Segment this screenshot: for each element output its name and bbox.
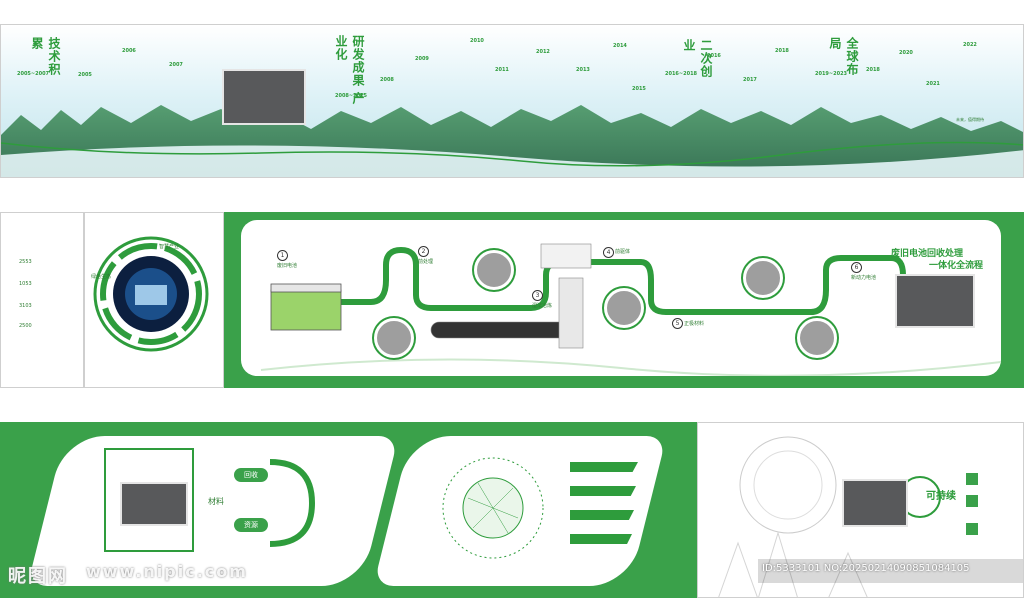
milestone-year: 2007 — [169, 62, 183, 68]
id-strip — [758, 559, 1023, 583]
image-placeholder — [895, 274, 975, 328]
section-years-3: 2016~2018 — [665, 71, 698, 77]
milestone-year: 2014 — [613, 43, 627, 49]
section-years-1: 2005~2007 — [17, 71, 50, 77]
photo-circle — [743, 258, 783, 298]
recycle-item: 回收 — [234, 468, 268, 482]
step-label: 湿法冶炼 — [532, 303, 553, 309]
process-title-line1: 废旧电池回收处理 — [891, 249, 964, 259]
sustain-badge: 可持续 — [926, 491, 956, 502]
photo-circle — [797, 318, 837, 358]
step-number: 1 — [277, 250, 288, 261]
image-placeholder — [222, 69, 306, 125]
milestone-year: 2010 — [470, 38, 484, 44]
section-years-2: 2008~2015 — [335, 93, 368, 99]
process-title-line2: 一体化全流程 — [929, 261, 984, 271]
milestone-year: 2012 — [536, 49, 550, 55]
step-label: 新动力电池 — [851, 275, 877, 281]
watermark-logo: 昵图网 — [8, 566, 68, 587]
ring-diagram — [93, 236, 209, 352]
sustain-panel: 可持续 — [697, 422, 1024, 598]
cycle-bar — [570, 486, 636, 496]
section-years-4: 2019~2023 — [815, 71, 848, 77]
step-number: 6 — [851, 262, 862, 273]
milestone-year: 2015 — [632, 86, 646, 92]
step-number: 2 — [418, 246, 429, 257]
section-title-2: 研发成果 产业化 — [334, 35, 365, 106]
cycle-bar — [570, 534, 632, 544]
icon-tile — [966, 473, 978, 485]
stat-value: 2500 — [19, 323, 32, 329]
section-title-1: 技术积累 — [30, 37, 61, 76]
step-number: 3 — [532, 290, 543, 301]
future-label: 未来，值得期待 — [956, 117, 984, 122]
photo-circle — [604, 288, 644, 328]
section-title-3: 二次创业 — [682, 39, 713, 78]
cycle-diagram — [442, 457, 544, 559]
cycle-bar — [570, 462, 638, 472]
ring-label: 绿色生态 — [91, 274, 112, 280]
forest-illustration — [1, 105, 1023, 177]
photo-circle — [374, 318, 414, 358]
ring-panel: 绿色生态 智慧产业 — [84, 212, 224, 388]
step-label: 废旧电池 — [277, 263, 298, 269]
recycle-arc — [269, 459, 316, 547]
milestone-year: 2017 — [743, 77, 757, 83]
milestone-year: 2020 — [899, 50, 913, 56]
recycle-item: 材料 — [208, 497, 224, 506]
step-label: 正极材料 — [684, 321, 705, 327]
milestone-year: 2016 — [707, 53, 721, 59]
watermark-id: ID:5333101 NO:20250214090851084105 — [762, 563, 970, 574]
process-path — [260, 243, 1001, 376]
milestone-year: 2008 — [380, 77, 394, 83]
milestone-year: 2005 — [78, 72, 92, 78]
icon-tile — [966, 495, 978, 507]
milestone-year: 2009 — [415, 56, 429, 62]
milestone-year: 2022 — [963, 42, 977, 48]
image-placeholder — [842, 479, 908, 527]
milestone-year: 2013 — [576, 67, 590, 73]
photo-circle — [474, 250, 514, 290]
milestone-year: 2011 — [495, 67, 509, 73]
step-label: 前驱体 — [615, 249, 631, 255]
milestone-year: 2006 — [122, 48, 136, 54]
stat-value: 3103 — [19, 303, 32, 309]
step-number: 5 — [672, 318, 683, 329]
cycle-bar — [570, 510, 634, 520]
ring-label: 智慧产业 — [159, 244, 180, 250]
milestone-year: 2021 — [926, 81, 940, 87]
process-panel: 1 废旧电池 2 前处理 3 湿法冶炼 4 前驱体 5 正极材料 6 新动力电池… — [224, 212, 1024, 388]
stat-value: 2553 — [19, 259, 32, 265]
timeline-banner: 技术积累 2005~2007 研发成果 产业化 2008~2015 二次创业 2… — [0, 24, 1024, 178]
recycle-panel: 回收 材料 资源 昵图网 www.nipic.com — [0, 422, 697, 598]
section-title-4: 全球布局 — [828, 37, 859, 76]
step-number: 4 — [603, 247, 614, 258]
image-placeholder — [120, 482, 188, 526]
recycle-item: 资源 — [234, 518, 268, 532]
icon-tile — [966, 523, 978, 535]
milestone-year: 2018 — [775, 48, 789, 54]
watermark-url: www.nipic.com — [86, 562, 248, 581]
stats-panel: 2553 1053 3103 2500 — [0, 212, 84, 388]
stat-value: 1053 — [19, 281, 32, 287]
step-label: 前处理 — [418, 259, 434, 265]
milestone-year: 2018 — [866, 67, 880, 73]
process-card: 1 废旧电池 2 前处理 3 湿法冶炼 4 前驱体 5 正极材料 6 新动力电池… — [241, 220, 1001, 376]
